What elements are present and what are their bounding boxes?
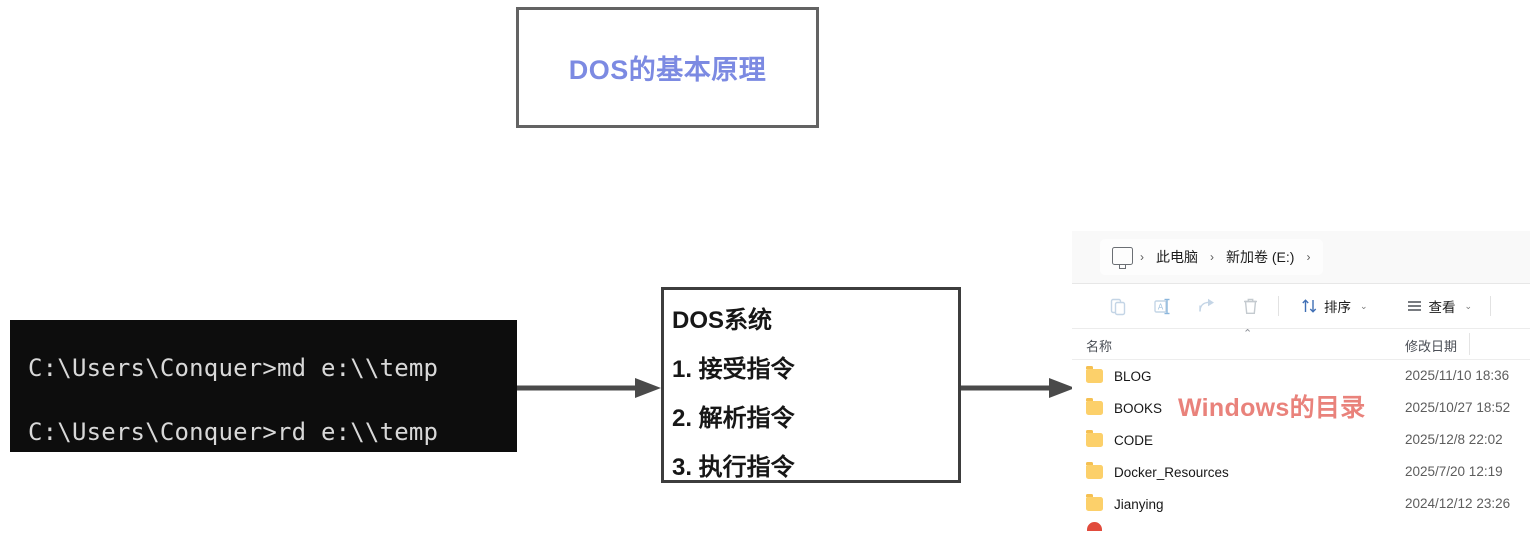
paste-icon[interactable] (1096, 284, 1140, 328)
sort-button[interactable]: 排序 ⌄ (1293, 291, 1376, 321)
terminal-line: C:\Users\Conquer>md e:\\temp (28, 354, 439, 382)
breadcrumb[interactable]: › 此电脑 › 新加卷 (E:) › (1100, 239, 1324, 275)
column-divider[interactable] (1469, 333, 1470, 355)
folder-icon (1086, 366, 1103, 383)
view-lines-icon (1407, 301, 1421, 311)
column-header-row: ⌃ 名称 修改日期 (1072, 328, 1530, 360)
file-name: Jianying (1114, 496, 1164, 512)
chevron-down-icon: ⌄ (1360, 300, 1368, 311)
breadcrumb-item-volume-e[interactable]: 新加卷 (E:) (1226, 249, 1295, 265)
file-list: BLOG 2025/11/10 18:36 BOOKS 2025/10/27 1… (1072, 360, 1530, 532)
toolbar-divider (1490, 296, 1492, 316)
dos-box-step: 1. 接受指令 (672, 356, 795, 383)
dos-box-heading: DOS系统 (672, 307, 773, 334)
file-date: 2025/12/8 22:02 (1405, 432, 1503, 447)
file-name: BLOG (1114, 368, 1152, 384)
file-name: Docker_Resources (1114, 464, 1229, 480)
red-file-icon (1087, 521, 1102, 531)
arrow-dos-to-explorer (961, 376, 1077, 405)
arrow-terminal-to-dos (517, 376, 663, 405)
sort-label: 排序 (1324, 300, 1351, 315)
file-date: 2025/11/10 18:36 (1405, 368, 1510, 383)
page-title: DOS的基本原理 (568, 55, 767, 85)
breadcrumb-item-this-pc[interactable]: 此电脑 (1156, 249, 1198, 265)
file-date: 2025/10/27 18:52 (1405, 400, 1511, 415)
file-date: 2025/7/20 12:19 (1405, 464, 1503, 479)
file-name: CODE (1114, 432, 1154, 448)
breadcrumb-separator: › (1210, 250, 1214, 264)
column-header-name[interactable]: 名称 (1086, 339, 1113, 354)
folder-icon (1086, 398, 1103, 415)
share-icon[interactable] (1184, 284, 1228, 328)
table-row[interactable]: Jianying 2024/12/12 23:26 (1072, 488, 1530, 520)
table-row[interactable]: BLOG 2025/11/10 18:36 (1072, 360, 1530, 392)
sort-arrows-icon (1302, 299, 1317, 313)
breadcrumb-separator: › (1140, 250, 1144, 264)
sort-ascending-caret-icon: ⌃ (1243, 328, 1253, 340)
table-row[interactable]: BOOKS 2025/10/27 18:52 (1072, 392, 1530, 424)
dos-system-box: DOS系统 1. 接受指令 2. 解析指令 3. 执行指令 (661, 287, 961, 483)
title-box: DOS的基本原理 (516, 7, 819, 128)
file-explorer-panel: › 此电脑 › 新加卷 (E:) › A (1072, 231, 1530, 542)
toolbar-divider (1278, 296, 1279, 316)
file-name: BOOKS (1114, 400, 1163, 416)
table-row[interactable]: Docker_Resources 2025/7/20 12:19 (1072, 456, 1530, 488)
breadcrumb-separator: › (1306, 250, 1311, 264)
table-row[interactable] (1072, 520, 1530, 532)
monitor-icon[interactable] (1112, 247, 1133, 269)
view-label: 查看 (1428, 300, 1456, 315)
svg-text:A: A (1158, 302, 1164, 311)
column-header-date[interactable]: 修改日期 (1405, 339, 1458, 354)
delete-icon[interactable] (1228, 284, 1272, 328)
terminal-line: C:\Users\Conquer>rd e:\\temp (28, 418, 439, 446)
view-button[interactable]: 查看 ⌄ (1398, 291, 1481, 321)
watermark-annotation: Windows的目录 (1178, 394, 1366, 422)
explorer-address-bar: › 此电脑 › 新加卷 (E:) › (1072, 231, 1530, 284)
terminal-window: C:\Users\Conquer>md e:\\temp C:\Users\Co… (10, 320, 517, 452)
rename-icon[interactable]: A (1140, 284, 1184, 328)
table-row[interactable]: CODE 2025/12/8 22:02 (1072, 424, 1530, 456)
folder-icon (1086, 430, 1103, 447)
dos-box-step: 2. 解析指令 (672, 405, 795, 432)
file-date: 2024/12/12 23:26 (1405, 496, 1511, 511)
explorer-toolbar: A (1072, 284, 1530, 329)
dos-box-step: 3. 执行指令 (672, 454, 795, 481)
chevron-down-icon: ⌄ (1464, 300, 1473, 311)
folder-icon (1086, 462, 1103, 479)
folder-icon (1086, 494, 1103, 511)
